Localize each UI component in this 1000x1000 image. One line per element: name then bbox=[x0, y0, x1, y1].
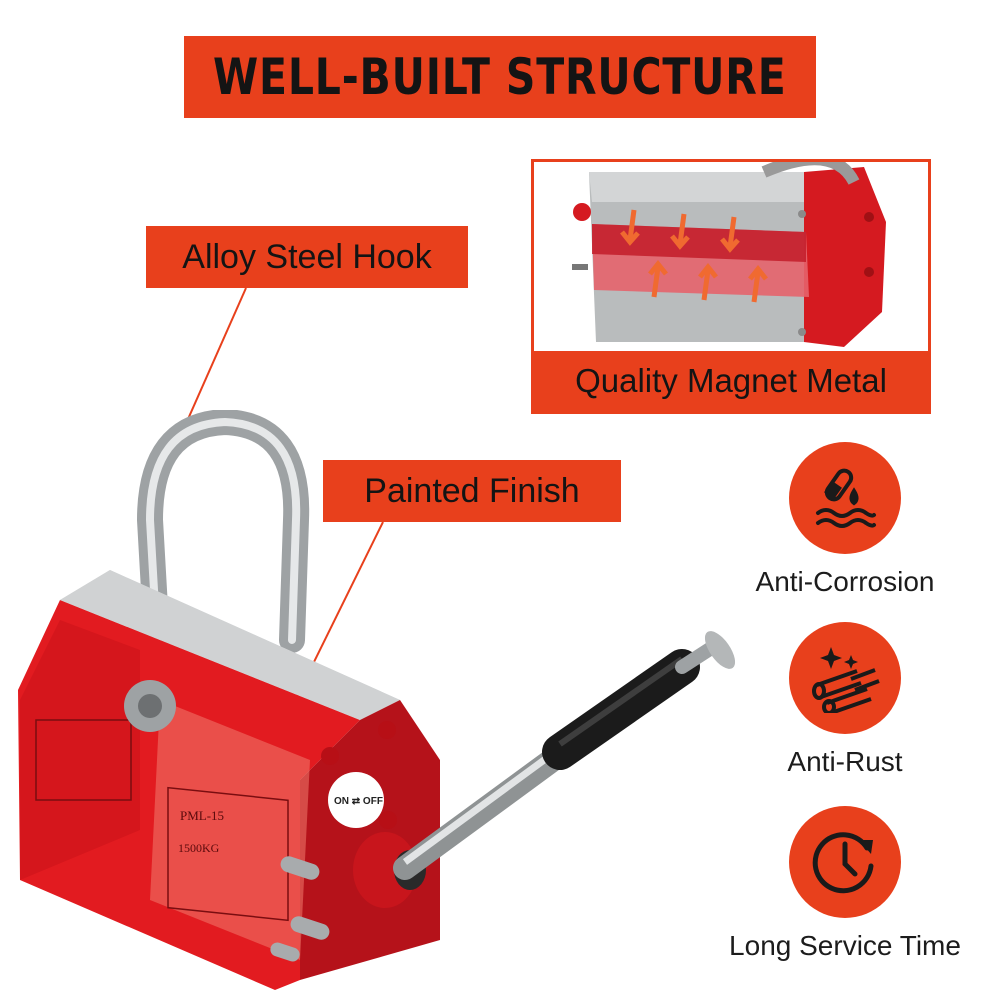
feature-label: Anti-Corrosion bbox=[755, 566, 935, 597]
callout-painted-finish: Painted Finish bbox=[323, 460, 621, 522]
callout-quality-magnet-metal: Quality Magnet Metal bbox=[534, 351, 928, 411]
title-banner: WELL-BUILT STRUCTURE bbox=[184, 36, 816, 118]
release-handle bbox=[393, 746, 567, 880]
anti-corrosion-badge bbox=[789, 442, 901, 554]
magnet-closeup-inset: Quality Magnet Metal bbox=[531, 159, 931, 414]
feature-label: Long Service Time bbox=[729, 930, 961, 961]
page-title: WELL-BUILT STRUCTURE bbox=[213, 48, 787, 106]
feature-label: Anti-Rust bbox=[787, 746, 903, 777]
anti-rust-badge bbox=[789, 622, 901, 734]
magnetic-lifter-illustration: PML-15 1500KG ON ⇄ OFF bbox=[18, 410, 736, 990]
callout-alloy-steel-hook: Alloy Steel Hook bbox=[146, 226, 468, 288]
on-off-label: ON ⇄ OFF bbox=[334, 796, 383, 807]
pipes-sparkle-icon bbox=[812, 647, 880, 713]
callout-paint-label: Painted Finish bbox=[364, 471, 580, 510]
magnet-closeup-image bbox=[572, 162, 886, 347]
callout-hook-label: Alloy Steel Hook bbox=[182, 237, 432, 276]
callout-magnet-label: Quality Magnet Metal bbox=[575, 362, 887, 399]
on-off-badge bbox=[328, 772, 384, 828]
rubber-grip bbox=[542, 649, 700, 770]
feature-anti-corrosion: Anti-Corrosion bbox=[730, 442, 960, 598]
model-label: PML-15 bbox=[180, 808, 224, 823]
capacity-label: 1500KG bbox=[178, 841, 220, 855]
long-service-time-badge bbox=[789, 806, 901, 918]
test-tube-water-icon bbox=[816, 468, 876, 528]
feature-anti-rust: Anti-Rust bbox=[730, 622, 960, 778]
feature-long-service-time: Long Service Time bbox=[718, 806, 972, 962]
clock-icon bbox=[812, 832, 874, 894]
